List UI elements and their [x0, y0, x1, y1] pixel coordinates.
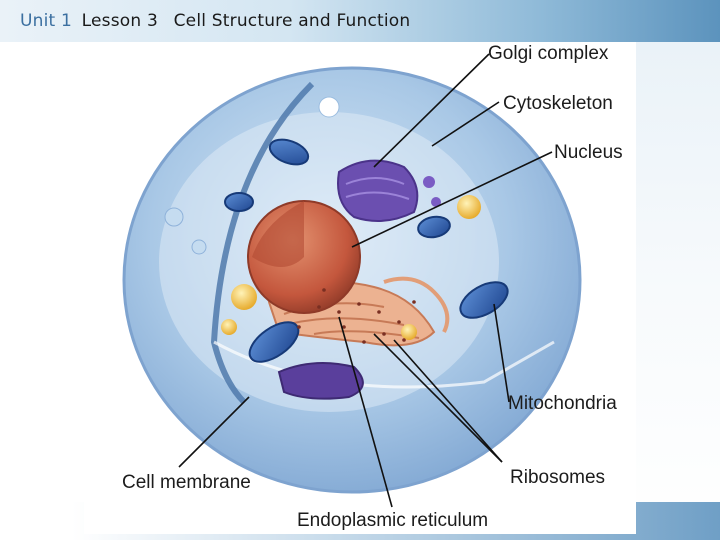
mitochondrion — [417, 215, 451, 239]
label-ribosomes: Ribosomes — [510, 467, 606, 488]
mitochondrion — [248, 321, 300, 363]
label-cytoskeleton: Cytoskeleton — [503, 93, 613, 114]
ribosome-dots — [297, 288, 416, 344]
leader-mitochondria — [493, 303, 510, 403]
slide-title: Cell Structure and Function — [173, 11, 411, 31]
vesicle — [457, 195, 481, 219]
leader-ribosomes-2 — [393, 339, 503, 463]
lesson-label: Lesson 3 — [81, 11, 158, 31]
leader-cell-membrane — [178, 396, 250, 468]
mitochondrion — [224, 192, 254, 212]
cell-diagram-panel — [84, 42, 636, 534]
leader-ribosomes-1 — [373, 333, 503, 463]
vesicle — [401, 324, 417, 340]
label-endoplasmic-reticulum: Endoplasmic reticulum — [297, 510, 489, 531]
leader-golgi — [373, 53, 490, 168]
leader-nucleus — [351, 151, 553, 248]
label-mitochondria: Mitochondria — [508, 393, 617, 414]
cell-membrane-edge — [210, 81, 315, 405]
vesicle — [191, 239, 207, 255]
nucleus-cut — [252, 201, 304, 267]
vesicle — [318, 96, 340, 118]
leader-cytoskeleton — [431, 101, 500, 147]
leader-er — [338, 316, 393, 508]
vesicle — [231, 284, 257, 310]
mitochondrion — [268, 138, 310, 166]
mitochondrion — [459, 281, 509, 319]
vesicle — [164, 207, 184, 227]
right-decor-stripe — [636, 42, 720, 540]
vesicle — [221, 319, 237, 335]
lower-organelle — [277, 362, 364, 400]
cell-illustration — [122, 53, 582, 508]
unit-label: Unit 1 — [20, 11, 73, 31]
golgi-complex — [337, 159, 441, 222]
slide-header: Unit 1 Lesson 3 Cell Structure and Funct… — [20, 11, 410, 31]
label-golgi-complex: Golgi complex — [488, 43, 609, 64]
leader-lines — [178, 53, 553, 508]
label-cell-membrane: Cell membrane — [122, 472, 251, 493]
label-nucleus: Nucleus — [554, 142, 623, 163]
header-bar — [0, 0, 720, 42]
